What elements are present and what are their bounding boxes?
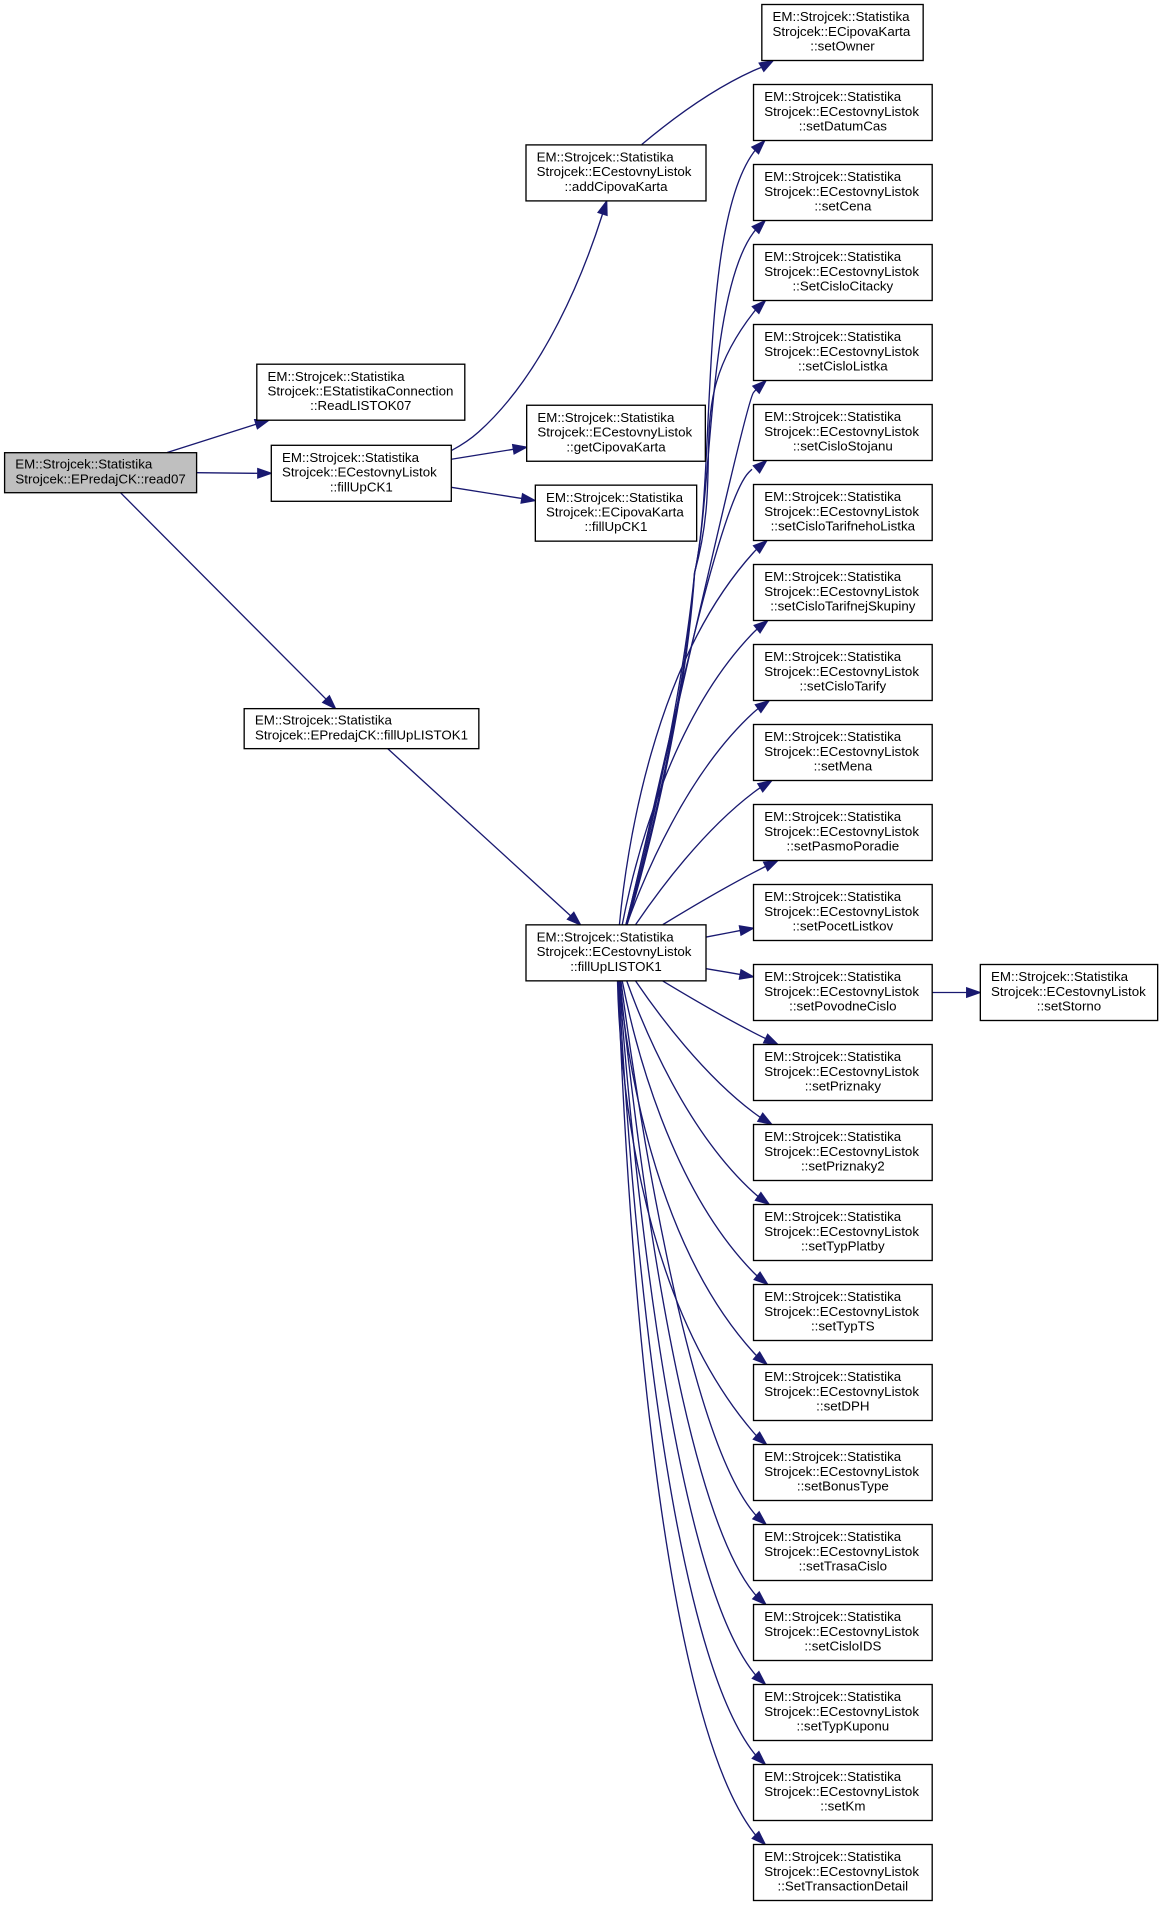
svg-text:EM::Strojcek::Statistika: EM::Strojcek::Statistika: [764, 649, 902, 664]
svg-text:EM::Strojcek::Statistika: EM::Strojcek::Statistika: [764, 1689, 902, 1704]
svg-text:EM::Strojcek::Statistika: EM::Strojcek::Statistika: [764, 249, 902, 264]
svg-text:Strojcek::ECestovnyListok: Strojcek::ECestovnyListok: [764, 264, 919, 279]
svg-text:EM::Strojcek::Statistika: EM::Strojcek::Statistika: [764, 1529, 902, 1544]
svg-text:Strojcek::ECestovnyListok: Strojcek::ECestovnyListok: [764, 1784, 919, 1799]
svg-text:::setDPH: ::setDPH: [816, 1399, 869, 1414]
svg-text:EM::Strojcek::Statistika: EM::Strojcek::Statistika: [764, 1609, 902, 1624]
svg-text:EM::Strojcek::Statistika: EM::Strojcek::Statistika: [764, 329, 902, 344]
svg-text:Strojcek::ECipovaKarta: Strojcek::ECipovaKarta: [546, 504, 684, 519]
svg-text:::setOwner: ::setOwner: [810, 39, 875, 54]
svg-text:EM::Strojcek::Statistika: EM::Strojcek::Statistika: [255, 713, 393, 728]
svg-text:EM::Strojcek::Statistika: EM::Strojcek::Statistika: [764, 489, 902, 504]
svg-text:::setPasmoPoradie: ::setPasmoPoradie: [787, 839, 900, 854]
svg-text:Strojcek::ECestovnyListok: Strojcek::ECestovnyListok: [282, 465, 437, 480]
svg-text:EM::Strojcek::Statistika: EM::Strojcek::Statistika: [764, 809, 902, 824]
svg-text:::setTypPlatby: ::setTypPlatby: [801, 1239, 885, 1254]
svg-text:::setPovodneCislo: ::setPovodneCislo: [789, 999, 896, 1014]
svg-text:::setStorno: ::setStorno: [1037, 999, 1101, 1014]
svg-text:Strojcek::ECestovnyListok: Strojcek::ECestovnyListok: [764, 104, 919, 119]
svg-text:::setCisloListka: ::setCisloListka: [798, 359, 888, 374]
svg-text:::setBonusType: ::setBonusType: [797, 1479, 889, 1494]
svg-text:EM::Strojcek::Statistika: EM::Strojcek::Statistika: [764, 969, 902, 984]
svg-text:::setCena: ::setCena: [814, 199, 872, 214]
svg-text:::SetTransactionDetail: ::SetTransactionDetail: [778, 1879, 909, 1894]
svg-text:::SetCisloCitacky: ::SetCisloCitacky: [792, 279, 893, 294]
svg-text:EM::Strojcek::Statistika: EM::Strojcek::Statistika: [764, 1209, 902, 1224]
svg-text:EM::Strojcek::Statistika: EM::Strojcek::Statistika: [764, 889, 902, 904]
svg-text:::fillUpLISTOK1: ::fillUpLISTOK1: [570, 959, 662, 974]
svg-text:EM::Strojcek::Statistika: EM::Strojcek::Statistika: [991, 969, 1129, 984]
svg-text:::setKm: ::setKm: [820, 1799, 865, 1814]
svg-text:EM::Strojcek::Statistika: EM::Strojcek::Statistika: [764, 1129, 902, 1144]
svg-text:::setTypKuponu: ::setTypKuponu: [797, 1719, 890, 1734]
svg-text:Strojcek::EStatistikaConnectio: Strojcek::EStatistikaConnection: [267, 384, 453, 399]
svg-text:::setDatumCas: ::setDatumCas: [799, 119, 887, 134]
svg-text:EM::Strojcek::Statistika: EM::Strojcek::Statistika: [267, 369, 405, 384]
svg-text:EM::Strojcek::Statistika: EM::Strojcek::Statistika: [764, 1049, 902, 1064]
svg-text:::setMena: ::setMena: [814, 759, 873, 774]
svg-text:Strojcek::ECestovnyListok: Strojcek::ECestovnyListok: [764, 184, 919, 199]
svg-text:Strojcek::EPredajCK::fillUpLIS: Strojcek::EPredajCK::fillUpLISTOK1: [255, 727, 468, 742]
svg-text:EM::Strojcek::Statistika: EM::Strojcek::Statistika: [764, 169, 902, 184]
svg-text:::setCisloIDS: ::setCisloIDS: [804, 1639, 881, 1654]
svg-text:Strojcek::ECestovnyListok: Strojcek::ECestovnyListok: [764, 1384, 919, 1399]
svg-text:Strojcek::ECestovnyListok: Strojcek::ECestovnyListok: [764, 744, 919, 759]
svg-text:EM::Strojcek::Statistika: EM::Strojcek::Statistika: [764, 1849, 902, 1864]
svg-text:Strojcek::ECestovnyListok: Strojcek::ECestovnyListok: [764, 904, 919, 919]
svg-text:::setPriznaky: ::setPriznaky: [805, 1079, 882, 1094]
svg-text:EM::Strojcek::Statistika: EM::Strojcek::Statistika: [282, 450, 420, 465]
svg-text:Strojcek::EPredajCK::read07: Strojcek::EPredajCK::read07: [15, 471, 185, 486]
svg-text:Strojcek::ECestovnyListok: Strojcek::ECestovnyListok: [764, 504, 919, 519]
svg-text:::fillUpCK1: ::fillUpCK1: [585, 519, 648, 534]
svg-text:Strojcek::ECestovnyListok: Strojcek::ECestovnyListok: [537, 425, 692, 440]
svg-text:::setCisloTarifnehoListka: ::setCisloTarifnehoListka: [771, 519, 916, 534]
svg-text:EM::Strojcek::Statistika: EM::Strojcek::Statistika: [764, 1289, 902, 1304]
svg-text:Strojcek::ECestovnyListok: Strojcek::ECestovnyListok: [764, 1064, 919, 1079]
svg-text:EM::Strojcek::Statistika: EM::Strojcek::Statistika: [773, 9, 911, 24]
svg-text:::setCisloTarifnejSkupiny: ::setCisloTarifnejSkupiny: [770, 599, 916, 614]
svg-text:EM::Strojcek::Statistika: EM::Strojcek::Statistika: [537, 930, 675, 945]
svg-text:Strojcek::ECestovnyListok: Strojcek::ECestovnyListok: [764, 984, 919, 999]
svg-text:EM::Strojcek::Statistika: EM::Strojcek::Statistika: [764, 1369, 902, 1384]
svg-text:Strojcek::ECestovnyListok: Strojcek::ECestovnyListok: [764, 1464, 919, 1479]
svg-text:::setCisloTarify: ::setCisloTarify: [800, 679, 887, 694]
svg-text:EM::Strojcek::Statistika: EM::Strojcek::Statistika: [764, 1769, 902, 1784]
svg-text:::setPriznaky2: ::setPriznaky2: [801, 1159, 885, 1174]
svg-text:::setTypTS: ::setTypTS: [811, 1319, 875, 1334]
svg-text:Strojcek::ECestovnyListok: Strojcek::ECestovnyListok: [764, 1864, 919, 1879]
svg-text:Strojcek::ECestovnyListok: Strojcek::ECestovnyListok: [764, 1624, 919, 1639]
svg-text:::ReadLISTOK07: ::ReadLISTOK07: [310, 398, 411, 413]
svg-text:Strojcek::ECestovnyListok: Strojcek::ECestovnyListok: [764, 1304, 919, 1319]
svg-text:Strojcek::ECestovnyListok: Strojcek::ECestovnyListok: [764, 824, 919, 839]
svg-text:EM::Strojcek::Statistika: EM::Strojcek::Statistika: [764, 569, 902, 584]
svg-text:Strojcek::ECestovnyListok: Strojcek::ECestovnyListok: [764, 1224, 919, 1239]
svg-text:EM::Strojcek::Statistika: EM::Strojcek::Statistika: [764, 409, 902, 424]
svg-text:::setCisloStojanu: ::setCisloStojanu: [793, 439, 893, 454]
svg-text:Strojcek::ECestovnyListok: Strojcek::ECestovnyListok: [764, 1544, 919, 1559]
svg-text:Strojcek::ECestovnyListok: Strojcek::ECestovnyListok: [764, 1704, 919, 1719]
svg-text:Strojcek::ECipovaKarta: Strojcek::ECipovaKarta: [773, 24, 911, 39]
svg-text:Strojcek::ECestovnyListok: Strojcek::ECestovnyListok: [764, 1144, 919, 1159]
svg-text:Strojcek::ECestovnyListok: Strojcek::ECestovnyListok: [991, 984, 1146, 999]
svg-text:Strojcek::ECestovnyListok: Strojcek::ECestovnyListok: [537, 944, 692, 959]
svg-text:::getCipovaKarta: ::getCipovaKarta: [566, 439, 666, 454]
svg-text:EM::Strojcek::Statistika: EM::Strojcek::Statistika: [764, 89, 902, 104]
svg-text:Strojcek::ECestovnyListok: Strojcek::ECestovnyListok: [764, 584, 919, 599]
svg-text:EM::Strojcek::Statistika: EM::Strojcek::Statistika: [764, 729, 902, 744]
svg-text:Strojcek::ECestovnyListok: Strojcek::ECestovnyListok: [764, 424, 919, 439]
svg-text:::addCipovaKarta: ::addCipovaKarta: [565, 179, 669, 194]
svg-text:Strojcek::ECestovnyListok: Strojcek::ECestovnyListok: [764, 664, 919, 679]
svg-text:EM::Strojcek::Statistika: EM::Strojcek::Statistika: [537, 410, 675, 425]
svg-text:Strojcek::ECestovnyListok: Strojcek::ECestovnyListok: [537, 164, 692, 179]
svg-text:EM::Strojcek::Statistika: EM::Strojcek::Statistika: [546, 490, 684, 505]
svg-text:::setTrasaCislo: ::setTrasaCislo: [799, 1559, 887, 1574]
svg-text:Strojcek::ECestovnyListok: Strojcek::ECestovnyListok: [764, 344, 919, 359]
svg-text:::fillUpCK1: ::fillUpCK1: [330, 479, 393, 494]
svg-text:EM::Strojcek::Statistika: EM::Strojcek::Statistika: [15, 457, 153, 472]
svg-text:EM::Strojcek::Statistika: EM::Strojcek::Statistika: [764, 1449, 902, 1464]
svg-text:EM::Strojcek::Statistika: EM::Strojcek::Statistika: [537, 150, 675, 165]
svg-text:::setPocetListkov: ::setPocetListkov: [792, 919, 893, 934]
